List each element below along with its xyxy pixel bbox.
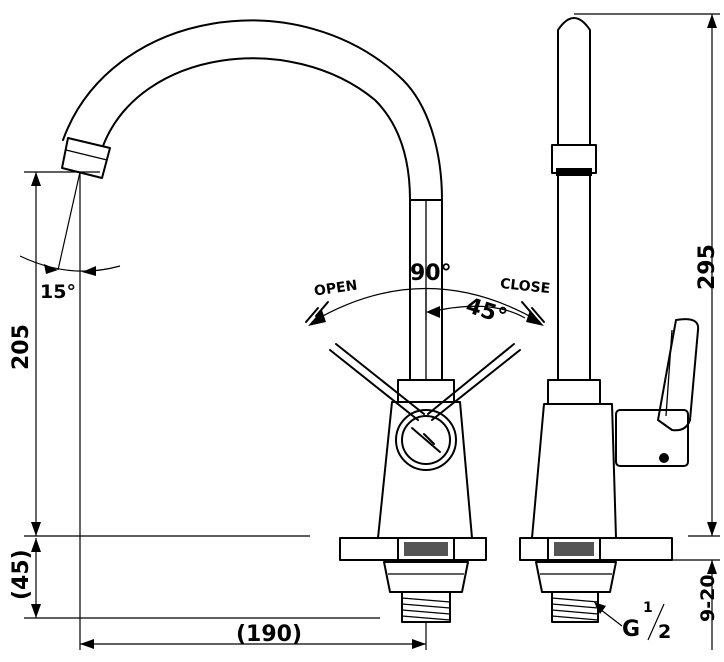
dim-9-20: 9-20 bbox=[697, 574, 719, 622]
label-open: OPEN bbox=[313, 278, 358, 300]
dimension-lines bbox=[19, 13, 720, 650]
handle-knob-outer bbox=[395, 409, 457, 471]
spout-outer bbox=[62, 19, 443, 381]
side-deck bbox=[519, 537, 673, 561]
gasket bbox=[397, 537, 455, 561]
side-lever bbox=[657, 318, 700, 432]
thread-g: G bbox=[622, 617, 640, 642]
angle-45: 45° bbox=[463, 293, 510, 330]
labels: 205 (45) 295 9-20 (190) 15° 90° 45° OPEN… bbox=[9, 244, 720, 647]
thread-num: 1 bbox=[643, 600, 653, 616]
handle-knob-inner bbox=[401, 415, 451, 465]
handle-arc bbox=[311, 287, 541, 323]
thread-den: 2 bbox=[658, 621, 671, 643]
handle-positions bbox=[329, 343, 521, 421]
dim-45: (45) bbox=[9, 549, 34, 600]
angle-90: 90° bbox=[410, 261, 452, 286]
aerator bbox=[61, 137, 111, 179]
front-view bbox=[61, 19, 545, 623]
angle-15: 15° bbox=[40, 281, 76, 303]
spout-inner bbox=[102, 57, 411, 381]
side-view bbox=[519, 17, 700, 627]
thread-label: G 1 2 bbox=[622, 600, 671, 643]
dim-295: 295 bbox=[695, 244, 720, 290]
dim-205: 205 bbox=[9, 324, 34, 370]
label-close: CLOSE bbox=[499, 276, 551, 297]
side-cartridge bbox=[615, 409, 689, 467]
dim-190: (190) bbox=[236, 622, 302, 647]
mounting-nut bbox=[383, 561, 469, 593]
side-body bbox=[531, 403, 617, 539]
side-spout bbox=[557, 17, 591, 146]
